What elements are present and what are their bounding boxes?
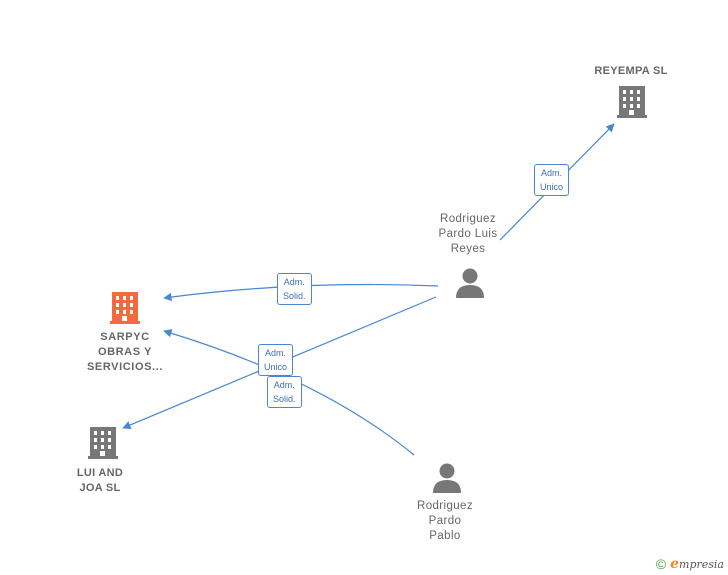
person-name-line: Pablo xyxy=(429,530,461,542)
edge-badge-luis-sarpyc[interactable]: Adm. Solid. xyxy=(277,273,312,305)
company-label-luiandjoa[interactable]: LUI AND JOA SL xyxy=(60,466,140,496)
company-name-line: LUI AND xyxy=(76,467,124,479)
person-name-line: Pardo Luis xyxy=(438,228,498,240)
person-label-luis-reyes[interactable]: Rodriguez Pardo Luis Reyes xyxy=(420,212,516,257)
edge-role-line: Unico xyxy=(264,362,288,372)
edge-role-line: Unico xyxy=(540,182,564,192)
person-label-pablo[interactable]: Rodriguez Pardo Pablo xyxy=(397,499,493,544)
edge-role-line: Solid. xyxy=(283,291,306,301)
building-icon xyxy=(88,427,118,459)
person-name-line: Reyes xyxy=(450,243,486,255)
company-label-sarpyc[interactable]: SARPYC OBRAS Y SERVICIOS... xyxy=(70,330,180,375)
building-icon xyxy=(617,86,647,118)
building-icon xyxy=(110,292,140,324)
edge-badge-luis-luiandjoa[interactable]: Adm. Unico xyxy=(258,344,294,376)
edge-role-line: Adm. xyxy=(265,348,287,358)
company-name-line: OBRAS Y xyxy=(97,346,153,358)
edge-role-line: Adm. xyxy=(273,380,295,390)
company-name-line: JOA SL xyxy=(79,482,121,494)
person-icon xyxy=(456,268,484,298)
edge-role-line: Adm. xyxy=(541,168,563,178)
edge-badge-pablo-sarpyc[interactable]: Adm. Solid. xyxy=(267,376,302,408)
copyright-symbol: © xyxy=(655,556,667,572)
brand-watermark: © empresia xyxy=(656,556,724,572)
edge-pablo-to-sarpyc xyxy=(163,329,415,456)
company-name-line: REYEMPA SL xyxy=(594,65,668,77)
brand-initial: e xyxy=(670,556,680,572)
brand-name: mpresia xyxy=(679,558,724,571)
edge-role-line: Solid. xyxy=(273,394,296,404)
person-name-line: Rodriguez xyxy=(439,213,497,225)
company-name-line: SARPYC xyxy=(100,331,150,343)
edge-badge-luis-reyempa[interactable]: Adm. Unico xyxy=(534,164,570,196)
company-name-line: SERVICIOS... xyxy=(86,361,164,373)
brand-logo: empresia xyxy=(670,556,724,572)
edge-role-line: Adm. xyxy=(283,277,305,287)
person-icon xyxy=(433,463,461,493)
person-name-line: Rodriguez xyxy=(416,500,474,512)
company-label-reyempa[interactable]: REYEMPA SL xyxy=(583,64,679,79)
person-name-line: Pardo xyxy=(428,515,462,527)
